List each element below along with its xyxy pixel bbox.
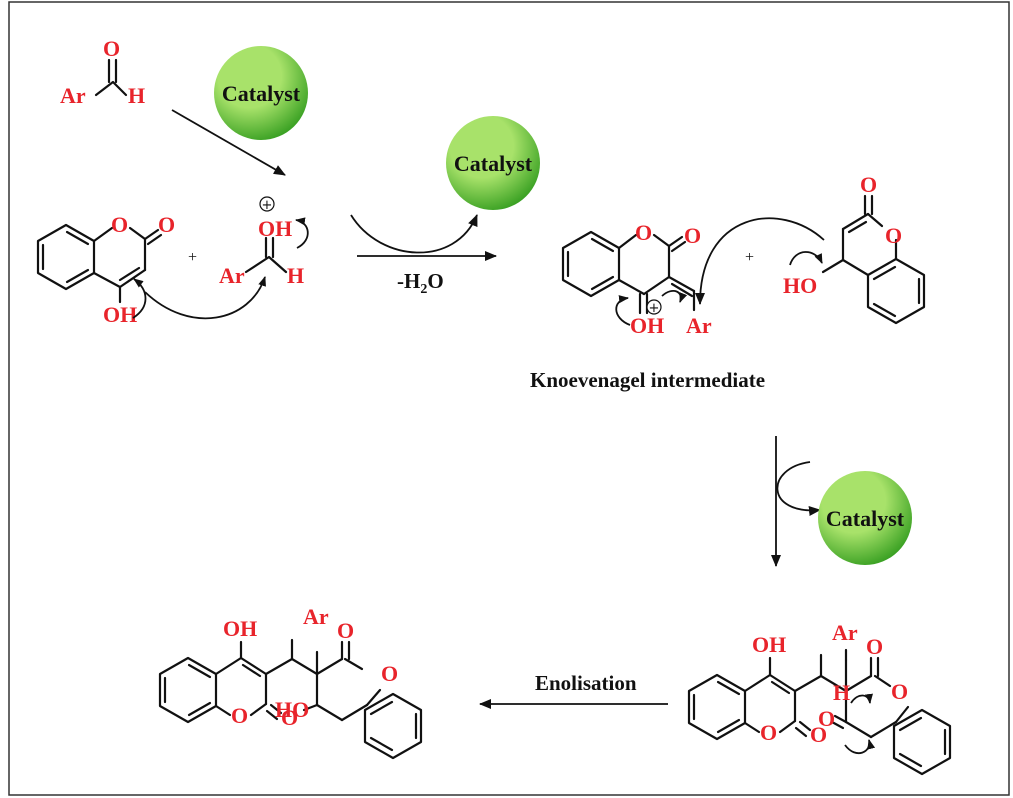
- adduct-left-ring-oxygen: O: [760, 720, 777, 745]
- positive-charge-icon: [259, 196, 275, 212]
- knoevenagel-charge-sign: +: [649, 301, 660, 316]
- curly-arrow-keto: [844, 739, 876, 755]
- product-inner-hydroxyl: HO: [275, 697, 309, 722]
- knoevenagel-intermediate: O O OH Ar +: [561, 220, 712, 338]
- product-aryl: Ar: [303, 604, 329, 629]
- product-left-carbonyl-oxygen: O: [281, 705, 298, 730]
- positive-charge-sign: +: [262, 198, 273, 213]
- second-coumarin-ring-oxygen: O: [885, 223, 902, 248]
- activated-aryl: Ar: [219, 263, 245, 288]
- catalyst-release-arrow: [350, 214, 478, 254]
- curly-arrow-oh-lone-pair: [132, 278, 147, 319]
- knoevenagel-charge-icon: [646, 299, 662, 315]
- aldehyde-oxygen-label: O: [103, 36, 120, 61]
- catalyst-label-1: Catalyst: [222, 81, 301, 106]
- catalyst-sphere-2: Catalyst: [446, 116, 540, 210]
- aldehyde-hydrogen-label: H: [128, 83, 145, 108]
- curly-arrow-enol: [789, 251, 823, 266]
- aldehyde-aryl-label: Ar: [60, 83, 86, 108]
- knoevenagel-carbonyl-oxygen: O: [684, 223, 701, 248]
- catalyst-sphere-3: Catalyst: [818, 471, 912, 565]
- activation-arrow: [171, 109, 286, 176]
- catalyst-release-arrow-2: [776, 461, 821, 516]
- enolisation-label: Enolisation: [535, 671, 637, 695]
- product-right-ring-oxygen: O: [381, 661, 398, 686]
- adduct-left-carbonyl-oxygen: O: [810, 722, 827, 747]
- second-coumarin-molecule: O O HO: [783, 172, 926, 325]
- adduct-hydroxyl: OH: [752, 632, 786, 657]
- knoevenagel-hydroxyl: OH: [630, 313, 664, 338]
- curly-arrow-carbonyl: [295, 217, 309, 249]
- curly-arrow-nucleophilic-attack: [144, 276, 266, 320]
- catalyst-sphere-1: Catalyst: [214, 46, 308, 140]
- plus-sign-1: +: [188, 249, 197, 266]
- curly-arrow-michael-attack: [695, 217, 825, 305]
- plus-sign-2: +: [745, 249, 754, 266]
- michael-adduct-molecule: OH Ar O O O O H O: [687, 620, 952, 776]
- product-left-ring-oxygen: O: [231, 703, 248, 728]
- coumarin-hydroxyl: OH: [103, 302, 137, 327]
- product-right-carbonyl-oxygen: O: [337, 618, 354, 643]
- adduct-right-ring-oxygen: O: [891, 679, 908, 704]
- second-coumarin-hydroxyl: HO: [783, 273, 817, 298]
- adduct-hydrogen: H: [833, 680, 850, 705]
- product-hydroxyl: OH: [223, 616, 257, 641]
- final-product-molecule: OH Ar O O O O HO: [158, 604, 423, 760]
- coumarin-ring-oxygen: O: [111, 212, 128, 237]
- figure-frame: [8, 1, 1010, 796]
- knoevenagel-ring-oxygen: O: [635, 220, 652, 245]
- activated-aldehyde: OH Ar H +: [219, 196, 304, 288]
- coumarin-carbonyl-oxygen: O: [158, 212, 175, 237]
- activated-hydroxyl: OH: [258, 216, 292, 241]
- knoevenagel-aryl: Ar: [686, 313, 712, 338]
- water-loss-label: -H2O: [397, 269, 444, 297]
- curly-arrow-proton-shift: [850, 693, 873, 704]
- curly-arrow-oxonium: [615, 295, 631, 326]
- aldehyde-molecule: Ar O H: [60, 36, 145, 108]
- curly-arrow-alkene: [661, 289, 688, 303]
- second-coumarin-carbonyl: O: [860, 172, 877, 197]
- hydroxycoumarin-molecule: O O OH: [36, 212, 175, 327]
- knoevenagel-label: Knoevenagel intermediate: [530, 368, 765, 392]
- activated-hydrogen: H: [287, 263, 304, 288]
- adduct-aryl: Ar: [832, 620, 858, 645]
- adduct-keto-oxygen: O: [818, 706, 835, 731]
- adduct-right-carbonyl-oxygen: O: [866, 634, 883, 659]
- catalyst-label-3: Catalyst: [826, 506, 905, 531]
- catalyst-label-2: Catalyst: [454, 151, 533, 176]
